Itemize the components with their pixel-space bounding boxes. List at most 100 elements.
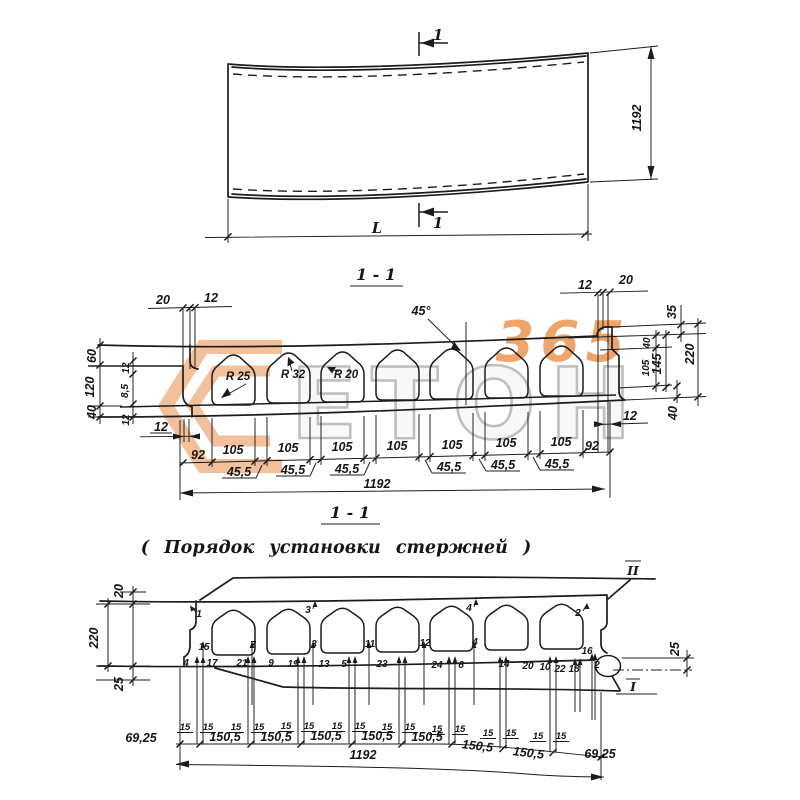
order-bot-num-11: 20 <box>521 661 534 672</box>
order-dim-left-20: 20 <box>112 584 126 599</box>
chain-105-3: 105 <box>332 440 354 454</box>
order-bot-num-12: 10 <box>539 662 551 673</box>
chain-455-6: 45,5 <box>544 457 570 471</box>
order-bot-num-10: 14 <box>498 659 510 670</box>
order-ticks <box>103 587 692 762</box>
order-1505-7: 150,5 <box>512 744 546 762</box>
order-end-blob <box>594 654 622 678</box>
dim-bottom-left-12: 12 <box>154 420 168 434</box>
order-15-7: 15 <box>332 721 343 732</box>
chain-105-2: 105 <box>278 441 300 455</box>
dim-bottom-right-12: 12 <box>623 409 637 423</box>
dim-left-inner-12b: 12 <box>121 414 132 426</box>
plan-mark-top-label: 1 <box>433 27 443 44</box>
order-15-4: 15 <box>254 722 265 733</box>
section-title: 1 - 1 <box>356 265 396 284</box>
order-bot-num-4: 19 <box>287 659 299 670</box>
chain-105-5: 105 <box>442 438 464 452</box>
order-bot-num-3: 9 <box>268 658 274 669</box>
chain-455-3: 45,5 <box>334 462 360 476</box>
chain-455-4: 45,5 <box>436 460 462 474</box>
order-bot-num-13: 22 <box>553 664 566 675</box>
dim-top-left-12: 12 <box>204 291 218 305</box>
order-15-14: 15 <box>506 728 517 739</box>
dim-left-40: 40 <box>85 405 99 420</box>
section-1-1: 1 - 1 20 12 12 20 60 120 40 12 8,5 12 35… <box>83 265 707 500</box>
section-ticks <box>95 288 703 467</box>
order-number-leaders <box>190 599 588 613</box>
order-15-8: 15 <box>355 721 366 732</box>
section-inner-lines <box>88 365 617 408</box>
order-mid-num-7: 7 <box>250 640 256 651</box>
chain-total-1192: 1192 <box>364 477 391 491</box>
section-voids <box>211 345 584 406</box>
order-15-5: 15 <box>281 721 292 732</box>
plan-dim-lines <box>204 45 659 243</box>
dim-right-40a: 40 <box>642 337 653 350</box>
plan-width-dim: 1192 <box>630 105 644 132</box>
order-15-9: 15 <box>382 722 393 733</box>
order-15-3: 15 <box>231 722 242 733</box>
order-15-2: 15 <box>203 722 214 733</box>
order-plane-top: II <box>626 563 640 578</box>
order-bot-num-2: 21 <box>235 658 248 669</box>
order-bot-num-6: 5 <box>341 659 347 670</box>
chain-92-left: 92 <box>191 448 205 462</box>
dim-top-left-20: 20 <box>155 293 170 307</box>
order-bot-num-5: 13 <box>318 659 330 670</box>
order-15-12: 15 <box>455 724 466 735</box>
order-rods <box>196 643 596 753</box>
dim-right-220: 220 <box>683 344 697 366</box>
order-1505-5: 150,5 <box>411 730 443 744</box>
dim-right-35: 35 <box>665 304 679 319</box>
watermark: ЕТОН 365 <box>157 310 633 473</box>
order-voids <box>211 603 584 656</box>
order-mid-num-11: 11 <box>365 639 376 650</box>
order-view: 1 - 1 ( Порядок установки стержней ) 20 … <box>87 503 694 781</box>
section-leaders <box>221 318 461 398</box>
dim-left-inner-85: 8,5 <box>120 384 131 398</box>
watermark-digits: 365 <box>496 310 631 375</box>
chain-105-7: 105 <box>551 435 573 449</box>
plan-outline <box>227 52 589 201</box>
chain-455-1: 45,5 <box>226 465 252 479</box>
order-dim-left-220: 220 <box>87 628 101 650</box>
chain-105-4: 105 <box>387 439 409 453</box>
radius-r20: R 20 <box>334 369 359 381</box>
order-top-num-4: 4 <box>465 603 472 614</box>
order-mid-num-3: 3 <box>311 639 317 650</box>
plan-mark-bottom-label: 1 <box>433 215 443 232</box>
order-caption: ( Порядок установки стержней ) <box>141 538 531 558</box>
radius-r25: R 25 <box>226 371 251 383</box>
order-top-num-1: 1 <box>196 609 202 620</box>
order-plane-bottom: I <box>629 679 637 694</box>
order-15-15: 15 <box>533 731 544 742</box>
dim-right-145: 145 <box>650 353 664 375</box>
order-15-1: 15 <box>180 722 191 733</box>
order-dim-right-25: 25 <box>668 641 682 657</box>
order-mid-num-4: 4 <box>471 637 478 648</box>
angle-45: 45° <box>411 304 432 318</box>
plan-dashed-edges <box>232 61 585 192</box>
order-1505-4: 150,5 <box>361 729 393 743</box>
order-15-6: 15 <box>304 721 315 732</box>
radius-r32: R 32 <box>281 369 306 381</box>
order-bot-num-14: 18 <box>568 664 580 675</box>
plan-ticks <box>223 230 590 241</box>
order-top-num-2: 2 <box>574 608 581 619</box>
chain-105-1: 105 <box>223 443 245 457</box>
plan-view: 1 1 1192 L <box>204 27 659 243</box>
order-bot-num-15: 2 <box>593 660 600 671</box>
order-total-1192: 1192 <box>350 748 377 762</box>
order-1505-1: 150,5 <box>209 730 241 744</box>
order-6925-left: 69,25 <box>125 731 157 745</box>
dim-top-right-20: 20 <box>618 273 633 287</box>
order-1505-3: 150,5 <box>310 729 342 743</box>
order-bot-num-1: 17 <box>206 658 218 669</box>
order-mid-num-12: 12 <box>419 638 431 649</box>
order-6925-right: 69,25 <box>584 747 616 761</box>
dim-left-60: 60 <box>85 349 99 363</box>
order-top-num-3: 3 <box>305 605 311 616</box>
dim-right-105: 105 <box>641 359 652 376</box>
dim-right-40b: 40 <box>666 406 680 421</box>
